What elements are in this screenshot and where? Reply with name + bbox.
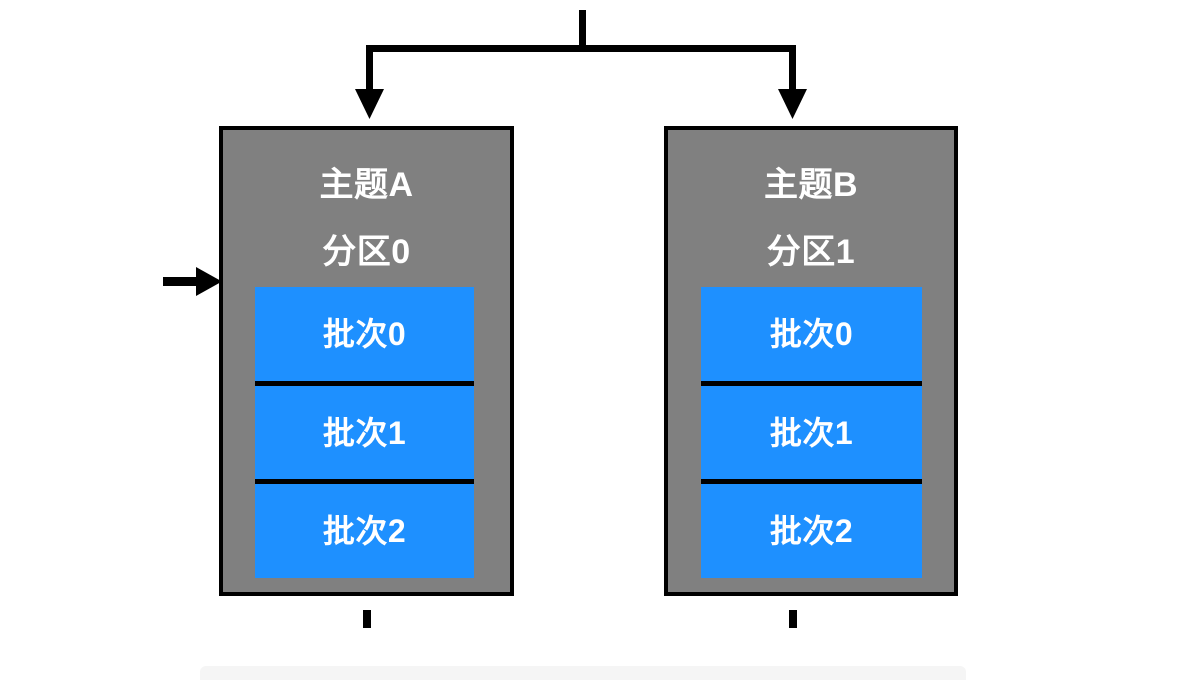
topic-b-title: 主题B	[763, 166, 859, 204]
topic-a-title: 主题A	[319, 166, 414, 204]
topic-box-a[interactable]: 主题A 分区0 批次0 批次1 批次2	[219, 126, 514, 596]
input-arrow-shaft	[163, 277, 203, 286]
topic-a-batch-2[interactable]: 批次2	[255, 479, 474, 579]
topic-box-b[interactable]: 主题B 分区1 批次0 批次1 批次2	[664, 126, 958, 596]
output-stub-topic-a	[363, 610, 371, 628]
arrow-to-topic-a-head	[355, 89, 384, 119]
bottom-panel	[200, 666, 966, 680]
arrow-to-topic-a-shaft	[366, 45, 373, 92]
topic-a-batch-0[interactable]: 批次0	[255, 287, 474, 381]
arrow-to-topic-b-head	[778, 89, 807, 119]
output-stub-topic-b	[789, 610, 797, 628]
topic-b-batch-list: 批次0 批次1 批次2	[701, 287, 922, 579]
topic-a-partition-label: 分区0	[322, 233, 411, 271]
topic-a-batch-list: 批次0 批次1 批次2	[255, 287, 474, 579]
topic-b-batch-2[interactable]: 批次2	[701, 479, 922, 579]
fan-out-horizontal-bar	[366, 45, 796, 52]
topic-b-batch-1[interactable]: 批次1	[701, 380, 922, 480]
topic-b-partition-label: 分区1	[766, 233, 856, 271]
arrow-to-topic-b-shaft	[789, 45, 796, 92]
topic-b-batch-0[interactable]: 批次0	[701, 287, 922, 381]
fan-out-source-stub	[579, 10, 586, 50]
topic-a-batch-1[interactable]: 批次1	[255, 380, 474, 480]
